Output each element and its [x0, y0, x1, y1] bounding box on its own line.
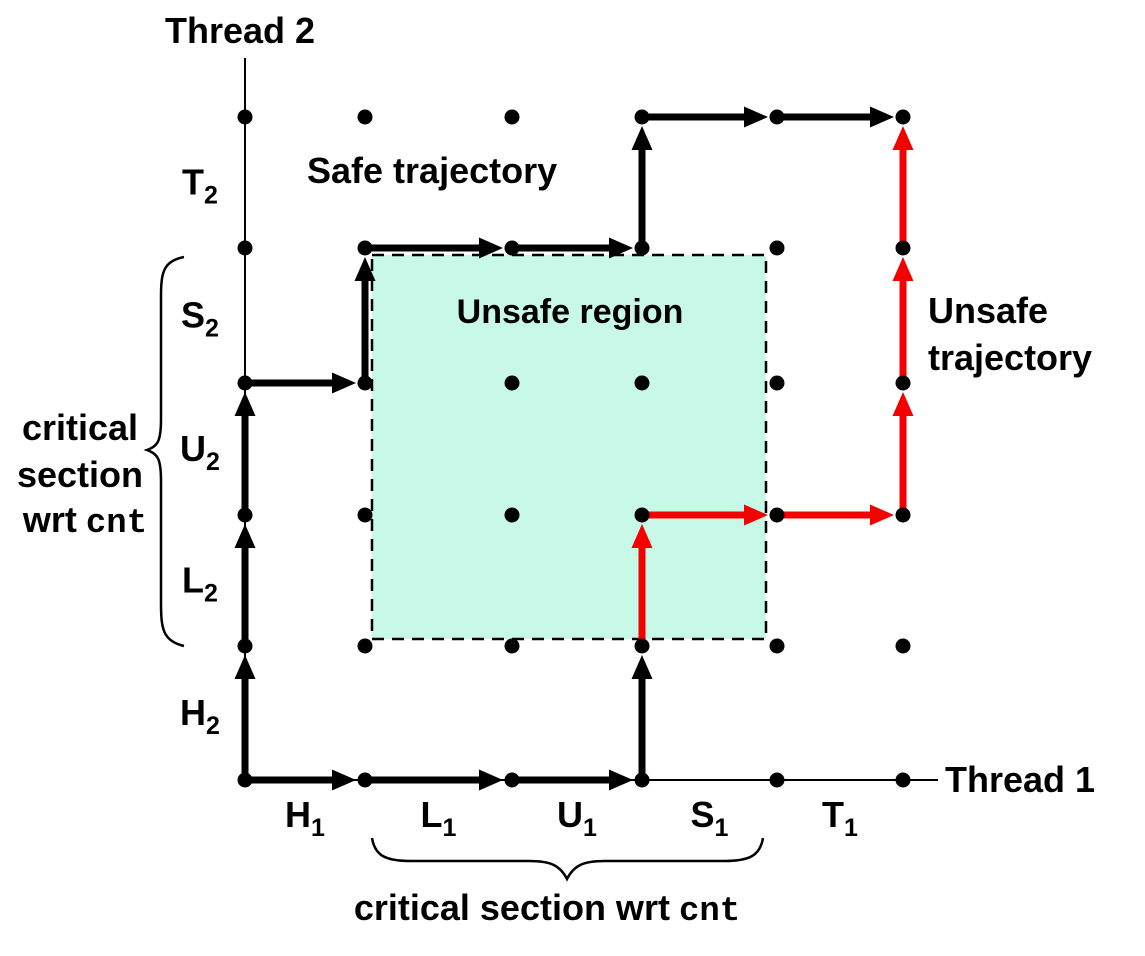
trajectory-arrowhead [332, 769, 356, 791]
axis-segment-label: H2 [180, 692, 220, 740]
left-note-wrt: wrt [22, 499, 77, 540]
grid-dot [504, 772, 520, 788]
safe-trajectory-path [234, 106, 894, 791]
unsafe-region-area [370, 253, 768, 641]
safe-trajectory-label: Safe trajectory [307, 150, 557, 191]
grid-dot [357, 507, 373, 523]
left-note-cnt-mono: cnt [86, 505, 147, 543]
unsafe-trajectory-path [631, 126, 914, 646]
trajectory-arrowhead [479, 237, 503, 259]
trajectory-arrowhead [892, 257, 914, 281]
trajectory-arrowhead [332, 372, 356, 394]
grid-dot [769, 638, 785, 654]
grid-dot [634, 240, 650, 256]
trajectory-arrowhead [631, 126, 653, 150]
trajectory-arrowhead [234, 392, 256, 416]
left-note-line1: critical [22, 407, 138, 448]
trajectory-arrowhead [354, 257, 376, 281]
axis-segment-label: T2 [182, 162, 218, 210]
left-critical-section-brace [143, 255, 185, 648]
grid-dot [237, 638, 253, 654]
trajectory-arrowhead [609, 769, 633, 791]
axis-segment-label: L2 [182, 560, 218, 608]
bottom-note-cnt-mono: cnt [679, 893, 740, 931]
axis-segment-label: U1 [557, 794, 597, 842]
grid-dot [634, 109, 650, 125]
axis-segment-label: T1 [822, 794, 858, 842]
trajectory-arrowhead [631, 655, 653, 679]
grid-dot [504, 638, 520, 654]
trajectory-arrowhead [870, 106, 894, 128]
grid-dot [895, 507, 911, 523]
trajectory-arrowhead [479, 769, 503, 791]
grid-dot [895, 240, 911, 256]
x-axis-segment-labels: H1 L1 U1 S1 T1 [285, 794, 858, 842]
bottom-note-plain: critical section wrt [354, 887, 670, 928]
left-note-line2: section [17, 454, 143, 495]
grid-dot [634, 772, 650, 788]
grid-dot [895, 375, 911, 391]
grid-dot [634, 507, 650, 523]
grid-dot [769, 507, 785, 523]
grid-dot [237, 507, 253, 523]
grid-dot [357, 109, 373, 125]
trajectory-arrowhead [609, 237, 633, 259]
grid-dot [769, 375, 785, 391]
trajectory-arrowhead [631, 524, 653, 548]
grid-dot [634, 638, 650, 654]
grid-dot [357, 375, 373, 391]
trajectory-arrowhead [892, 126, 914, 150]
grid-dot [504, 507, 520, 523]
trajectory-arrowhead [744, 504, 768, 526]
grid-dot [634, 375, 650, 391]
grid-dot [895, 638, 911, 654]
grid-dot [504, 240, 520, 256]
trajectory-arrowhead [744, 106, 768, 128]
grid-dot [504, 109, 520, 125]
axis-segment-label: L1 [421, 794, 457, 842]
trajectory-arrowhead [892, 392, 914, 416]
grid-dot [895, 772, 911, 788]
grid-dot [769, 772, 785, 788]
grid-dot [237, 375, 253, 391]
trajectory-arrowhead [234, 524, 256, 548]
axis-segment-label: S1 [691, 794, 729, 842]
axis-segment-label: S2 [181, 295, 219, 343]
grid-dot [895, 109, 911, 125]
axis-segment-label: H1 [285, 794, 325, 842]
unsafe-trajectory-label-line1: Unsafe [928, 290, 1048, 331]
grid-dot [769, 240, 785, 256]
thread2-axis-title: Thread 2 [165, 10, 315, 51]
grid-dot [237, 772, 253, 788]
unsafe-region-label: Unsafe region [457, 293, 684, 331]
grid-dot [357, 240, 373, 256]
grid-dots [237, 109, 911, 788]
grid-dot [357, 638, 373, 654]
trajectory-arrowhead [234, 655, 256, 679]
grid-dot [357, 772, 373, 788]
thread1-axis-title: Thread 1 [945, 759, 1095, 800]
grid-dot [769, 109, 785, 125]
grid-dot [237, 109, 253, 125]
grid-dot [237, 240, 253, 256]
grid-dot [504, 375, 520, 391]
bottom-critical-section-brace [370, 837, 765, 882]
axis-segment-label: U2 [180, 428, 220, 476]
unsafe-trajectory-label-line2: trajectory [928, 337, 1092, 378]
trajectory-arrowhead [870, 504, 894, 526]
